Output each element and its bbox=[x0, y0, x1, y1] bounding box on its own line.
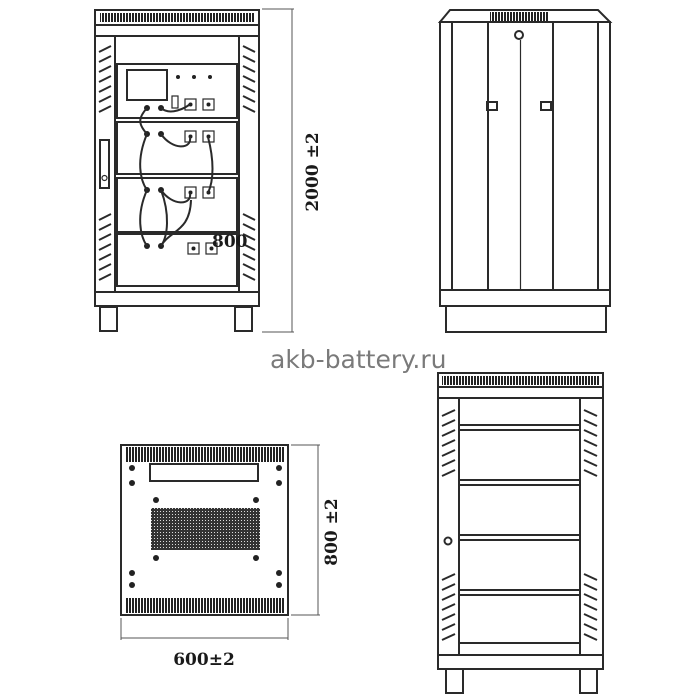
width-dimension-label: 600±2 bbox=[173, 650, 235, 670]
controller-module bbox=[116, 63, 238, 119]
roof-vent bbox=[490, 12, 548, 21]
door-lock bbox=[514, 30, 524, 40]
top-view-front-vent bbox=[125, 447, 284, 462]
open-view-top-vent bbox=[442, 376, 599, 385]
battery-module-3 bbox=[116, 233, 238, 287]
plinth bbox=[445, 305, 607, 333]
open-view-foot-left bbox=[445, 668, 464, 694]
empty-shelves bbox=[459, 424, 580, 644]
open-view-foot-right bbox=[579, 668, 598, 694]
battery-module-2 bbox=[116, 177, 238, 233]
right-vent-slots bbox=[242, 45, 256, 281]
depth-dimension-label: 800 ±2 bbox=[322, 498, 342, 565]
foot-left bbox=[99, 306, 118, 332]
inner-dimension-label: 800 bbox=[212, 232, 248, 252]
height-dimension-label: 2000 ±2 bbox=[303, 132, 323, 211]
height-dimension: 2000 ±2 bbox=[262, 8, 323, 333]
left-vent-slots bbox=[98, 45, 112, 281]
top-fan-grille bbox=[151, 508, 260, 550]
door-handle bbox=[99, 139, 110, 189]
closed-view bbox=[437, 9, 613, 333]
door-latch-left bbox=[486, 101, 498, 111]
depth-dimension: 800 ±2 bbox=[291, 444, 342, 616]
top-view-rear-vent bbox=[125, 598, 284, 613]
foot-right bbox=[234, 306, 253, 332]
door-latch-right bbox=[540, 101, 552, 111]
open-view bbox=[437, 372, 604, 694]
width-dimension: 600±2 bbox=[120, 618, 289, 670]
cable-entry-plate bbox=[149, 463, 259, 482]
display-screen bbox=[126, 69, 168, 101]
front-view: 800 bbox=[94, 9, 260, 332]
door-lock-open-view bbox=[443, 536, 453, 546]
top-vent-grille bbox=[100, 13, 254, 22]
battery-module-1 bbox=[116, 121, 238, 175]
top-view bbox=[120, 444, 289, 616]
watermark: akb-battery.ru bbox=[270, 345, 446, 374]
interconnect-cables bbox=[139, 103, 214, 247]
